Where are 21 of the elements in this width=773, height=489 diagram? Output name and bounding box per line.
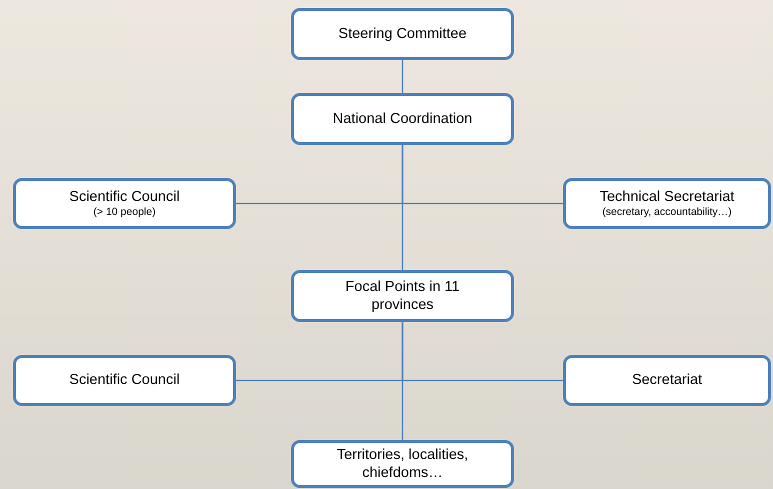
org-box [291,440,514,488]
box-title: Secretariat [630,371,704,390]
org-box [291,270,514,322]
org-box [291,8,514,60]
box-title: Technical Secretariat [600,188,734,206]
org-box [563,355,771,406]
connector-line [402,322,404,440]
box-subtitle: (secretary, accountability…) [602,206,732,220]
box-title: Focal Points in 11 provinces [344,278,461,314]
connector-line [402,60,404,93]
org-box [13,178,236,229]
box-title: Scientific Council [68,371,181,390]
org-box [291,93,514,145]
org-box [563,178,771,229]
box-title: Territories, localities, chiefdoms… [336,446,470,482]
box-title: Steering Committee [337,24,468,44]
box-subtitle: (> 10 people) [93,206,156,220]
box-title: National Coordination [332,110,474,128]
connector-line [402,145,404,270]
org-box [13,355,236,406]
box-title: Scientific Council [69,188,180,206]
